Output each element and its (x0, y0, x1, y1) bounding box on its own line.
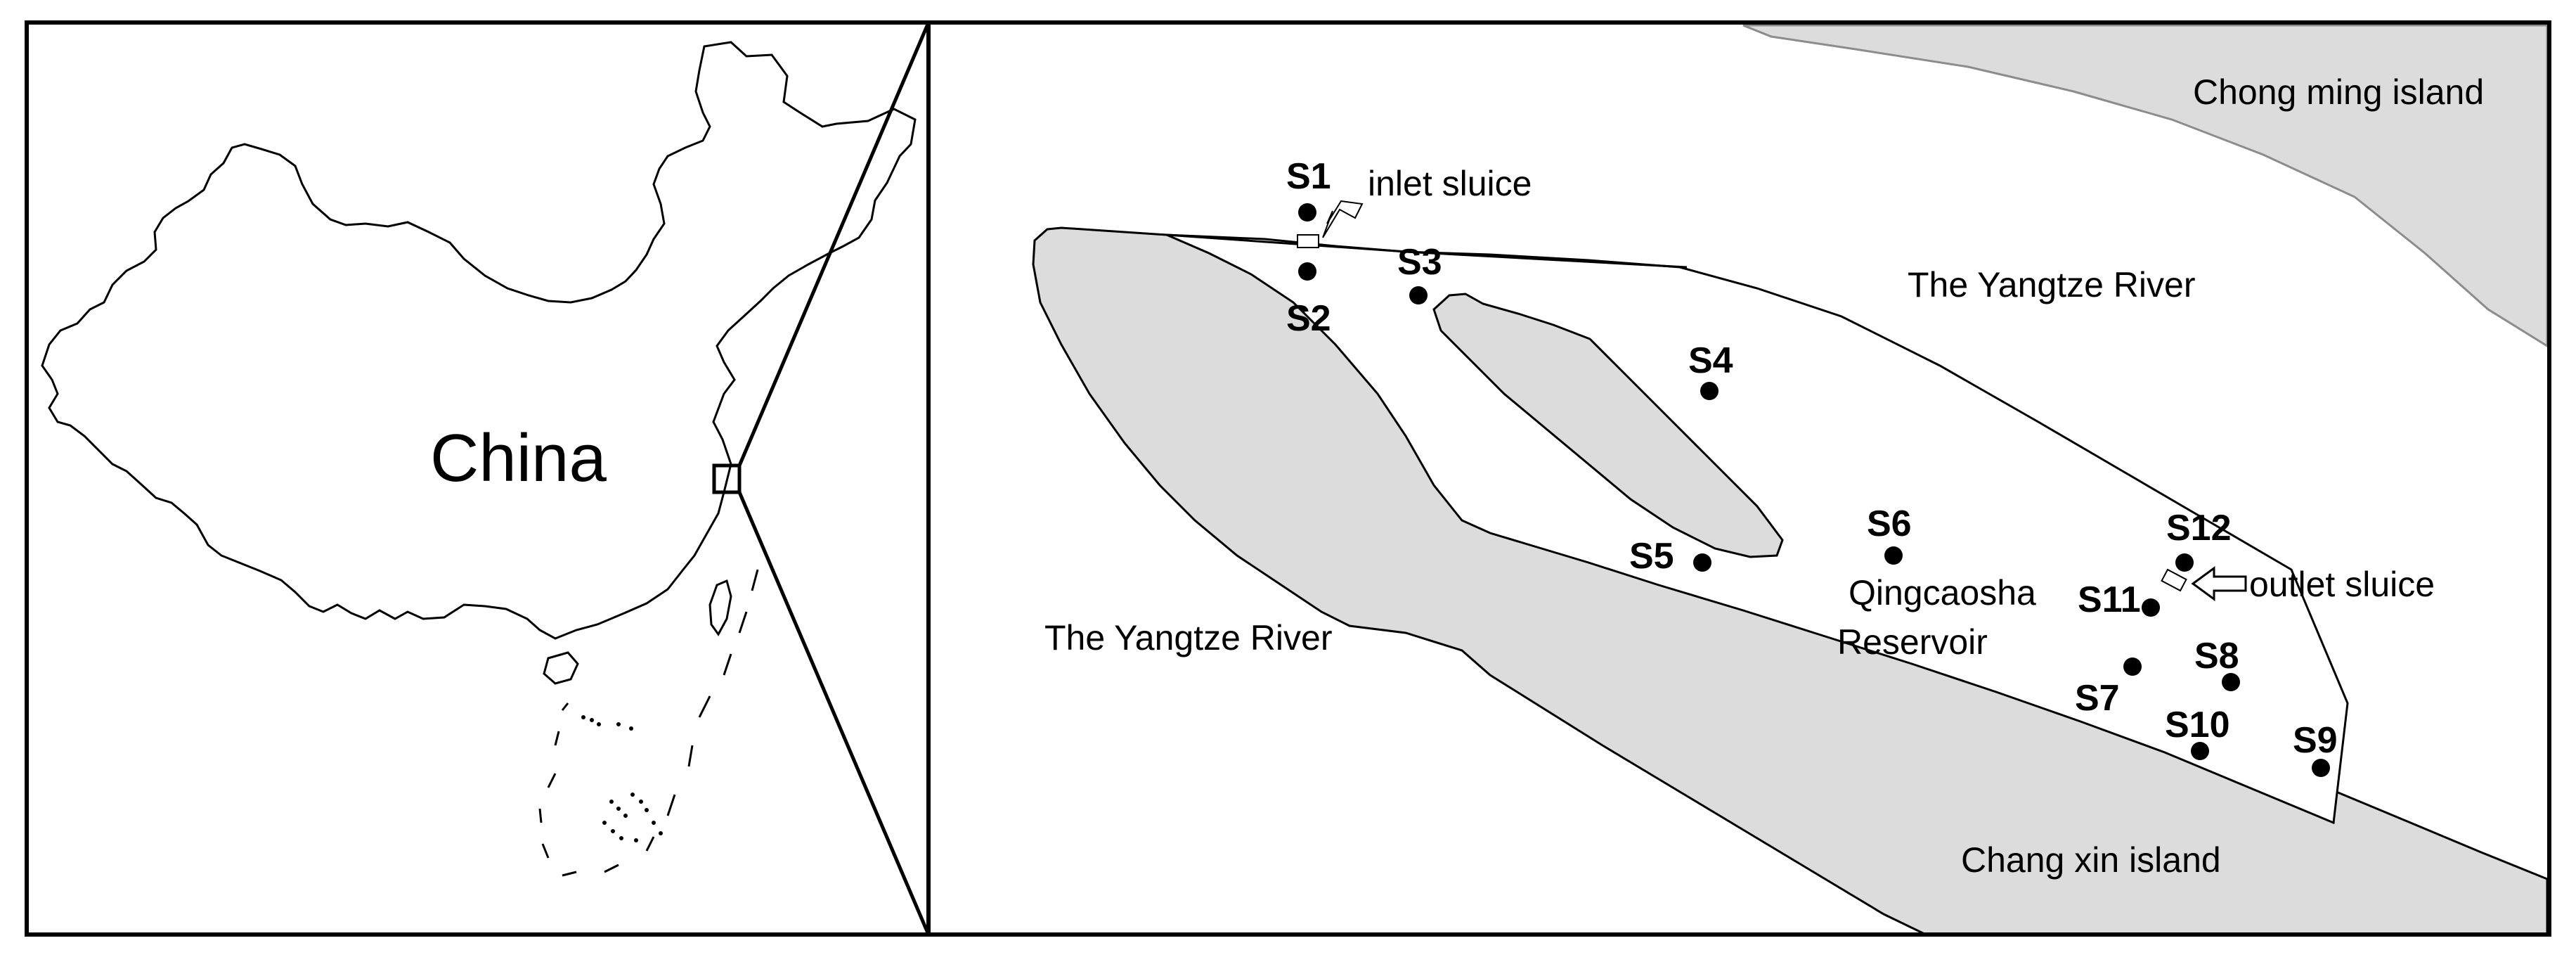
outlet-arrow-icon (2191, 566, 2247, 601)
river-label-north: The Yangtze River (1908, 265, 2195, 304)
site-dot-s3 (1409, 286, 1428, 304)
taiwan-outline (708, 579, 732, 636)
inlet-sluice-label: inlet sluice (1368, 164, 1532, 203)
site-dot-s8 (2222, 673, 2240, 691)
reservoir-label-line2: Reservoir (1837, 622, 1988, 662)
china-outline (41, 41, 917, 640)
site-markers (1298, 203, 2330, 777)
site-label-s10: S10 (2165, 705, 2230, 745)
site-label-s5: S5 (1629, 536, 1674, 577)
site-dot-s2 (1298, 262, 1316, 281)
site-label-s12: S12 (2166, 508, 2232, 548)
locator-box (712, 463, 742, 494)
detail-panel: S1 S2 S3 S4 S5 S6 S7 S8 S9 S10 S11 S12 T… (926, 20, 2551, 937)
overview-panel: China (25, 20, 931, 937)
site-dot-s10 (2191, 742, 2209, 760)
site-label-s11: S11 (2078, 579, 2141, 620)
site-dot-s11 (2142, 598, 2160, 617)
inlet-sluice-gate (1297, 234, 1319, 248)
zoom-line-bottom (737, 492, 931, 935)
site-dot-s4 (1700, 382, 1719, 400)
outlet-sluice-gate (2161, 568, 2187, 592)
country-label: China (430, 421, 607, 496)
hainan-outline (543, 651, 579, 685)
site-label-s1: S1 (1286, 156, 1331, 197)
south-china-sea-islands (538, 569, 759, 877)
site-label-s4: S4 (1688, 340, 1733, 381)
outlet-sluice-label: outlet sluice (2249, 565, 2435, 604)
site-dot-s6 (1884, 546, 1903, 565)
detail-frame-border (926, 20, 2551, 937)
island-label-chongming: Chong ming island (2193, 72, 2484, 112)
inner-island (1432, 293, 1784, 558)
site-label-s2: S2 (1286, 298, 1331, 339)
site-dot-s12 (2175, 553, 2194, 572)
reservoir-label-line1: Qingcaosha (1849, 573, 2036, 612)
site-label-s3: S3 (1397, 242, 1442, 283)
site-dot-s1 (1298, 203, 1316, 222)
river-label-south: The Yangtze River (1044, 618, 1332, 657)
site-dot-s9 (2312, 759, 2330, 777)
north-embankment (1166, 233, 1688, 269)
island-label-changxin: Chang xin island (1961, 840, 2221, 880)
zoom-line-top (737, 22, 931, 466)
site-dot-s7 (2123, 657, 2142, 676)
site-label-s6: S6 (1867, 503, 1912, 544)
site-label-s7: S7 (2075, 678, 2120, 719)
site-dot-s5 (1693, 553, 1711, 572)
inlet-arrow-icon (1322, 200, 1364, 238)
site-label-s8: S8 (2194, 636, 2239, 676)
island-dots (581, 715, 663, 842)
site-label-s9: S9 (2293, 720, 2338, 761)
